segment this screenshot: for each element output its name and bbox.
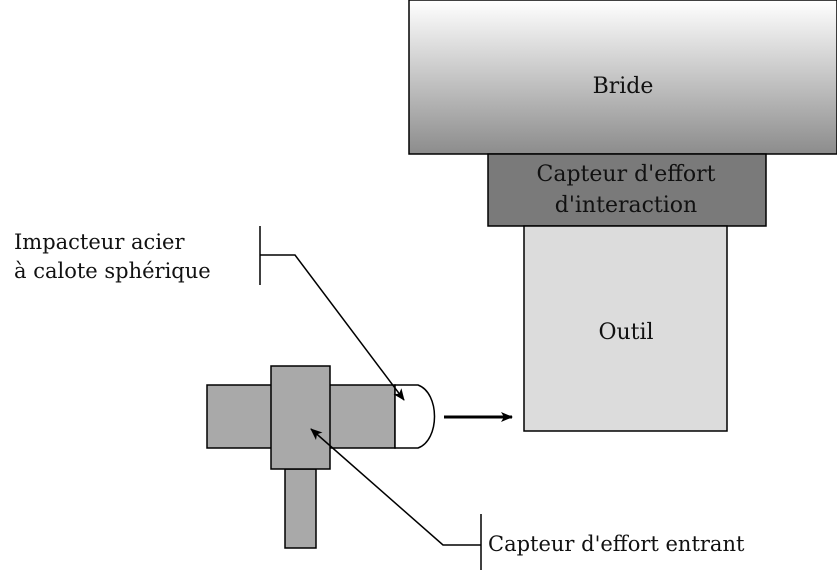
input-force-sensor-body	[270, 365, 331, 470]
impactor-label-line1: Impacteur acier	[14, 230, 185, 254]
impactor-leader-line	[260, 254, 405, 401]
interaction-force-sensor: Capteur d'effort d'interaction	[487, 153, 767, 227]
impactor-rear-rod	[206, 384, 274, 449]
flange: Bride	[408, 0, 837, 155]
interaction-force-sensor-body	[487, 153, 767, 227]
spherical-cap	[394, 384, 436, 449]
input-sensor-callout: Capteur d'effort entrant	[310, 428, 745, 570]
interaction-force-sensor-label-line2: d'interaction	[555, 193, 697, 218]
tool-body	[523, 225, 728, 432]
tool: Outil	[523, 225, 728, 432]
impactor-handle	[284, 468, 317, 549]
input-sensor-label: Capteur d'effort entrant	[488, 532, 745, 556]
interaction-force-sensor-label-line1: Capteur d'effort	[537, 162, 716, 187]
input-sensor-leader-line	[310, 428, 481, 546]
impactor-assembly	[206, 365, 436, 549]
flange-body	[408, 0, 837, 155]
tool-label: Outil	[598, 320, 653, 345]
flange-label: Bride	[593, 74, 654, 99]
impactor-callout: Impacteur acier à calote sphérique	[14, 226, 405, 401]
impactor-label-line2: à calote sphérique	[14, 259, 211, 283]
impactor-front-rod	[328, 384, 396, 449]
